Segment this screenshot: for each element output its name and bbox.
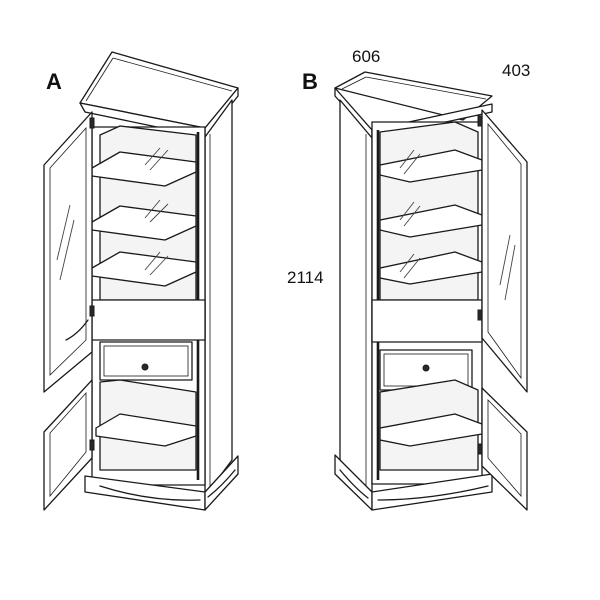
variant-label-a: A bbox=[46, 69, 62, 94]
cabinet-a-lower-shelf bbox=[95, 413, 197, 447]
dimension-depth: 403 bbox=[502, 61, 530, 80]
cabinet-b-glass-reflections bbox=[399, 149, 421, 279]
dimension-height: 2114 bbox=[287, 268, 324, 287]
cabinet-a-upper-door bbox=[43, 111, 93, 393]
variant-label-b: B bbox=[302, 69, 318, 94]
cabinet-b-top bbox=[334, 71, 493, 121]
cabinet-a-glass-reflections bbox=[144, 147, 169, 276]
cabinet-a bbox=[43, 51, 239, 511]
cabinet-b-drawer-knob bbox=[422, 364, 430, 372]
cabinet-b-upper-door bbox=[481, 109, 528, 393]
cabinet-b-side-panel bbox=[339, 99, 373, 497]
cabinet-b-lower-door bbox=[481, 387, 528, 511]
cabinet-b bbox=[334, 71, 528, 511]
cabinet-a-drawer bbox=[99, 341, 193, 381]
dimension-width: 606 bbox=[352, 47, 380, 66]
cabinet-a-lower-door bbox=[43, 379, 93, 511]
cabinet-a-drawer-knob bbox=[141, 363, 149, 371]
cabinet-a-side-panel bbox=[204, 99, 233, 497]
